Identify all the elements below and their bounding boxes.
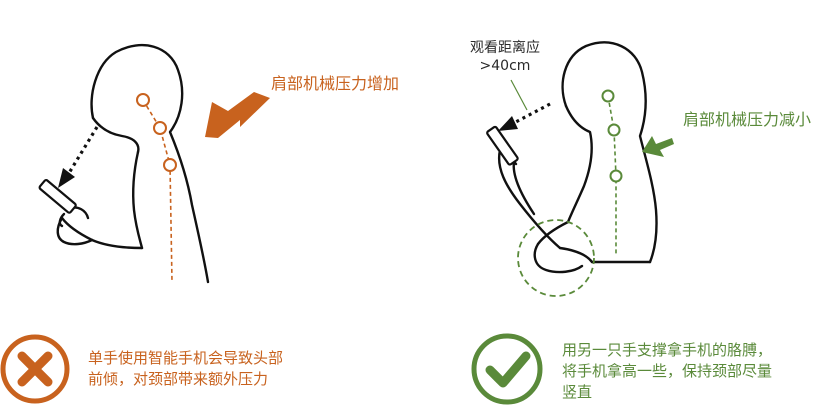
good-posture-figure [497,41,658,274]
distance-pointer [510,79,528,111]
spine-line [601,89,623,254]
bad-posture-figure [56,43,210,284]
viewing-distance-label: 观看距离应 >40cm [452,40,558,75]
pressure-arrow [642,136,674,157]
left-pressure-label: 肩部机械压力增加 [271,74,400,93]
gaze-arrow [58,126,99,188]
right-caption: 用另一只手支撑拿手机的胳膊， 将手机拿高一些，保持颈部尽量 竖直 [562,340,822,403]
phone-icon [38,179,77,214]
right-caption-line2: 将手机拿高一些，保持颈部尽量 [562,362,773,380]
spine-line [136,93,177,283]
phone-icon [486,125,519,166]
left-caption-line2: 前倾，对颈部带来额外压力 [88,370,269,388]
viewing-distance-line1: 观看距离应 [470,40,540,56]
left-caption-line1: 单手使用智能手机会导致头部 [88,349,284,367]
check-icon [471,333,543,405]
right-caption-line3: 竖直 [562,383,593,401]
right-pressure-label: 肩部机械压力减小 [683,110,812,129]
gaze-arrow [498,102,551,131]
support-highlight-circle [517,219,595,297]
cross-icon [0,334,70,404]
left-caption: 单手使用智能手机会导致头部 前倾，对颈部带来额外压力 [88,348,328,390]
right-caption-line1: 用另一只手支撑拿手机的胳膊， [562,341,773,359]
viewing-distance-line2: >40cm [479,57,531,74]
pressure-arrow [205,92,270,138]
